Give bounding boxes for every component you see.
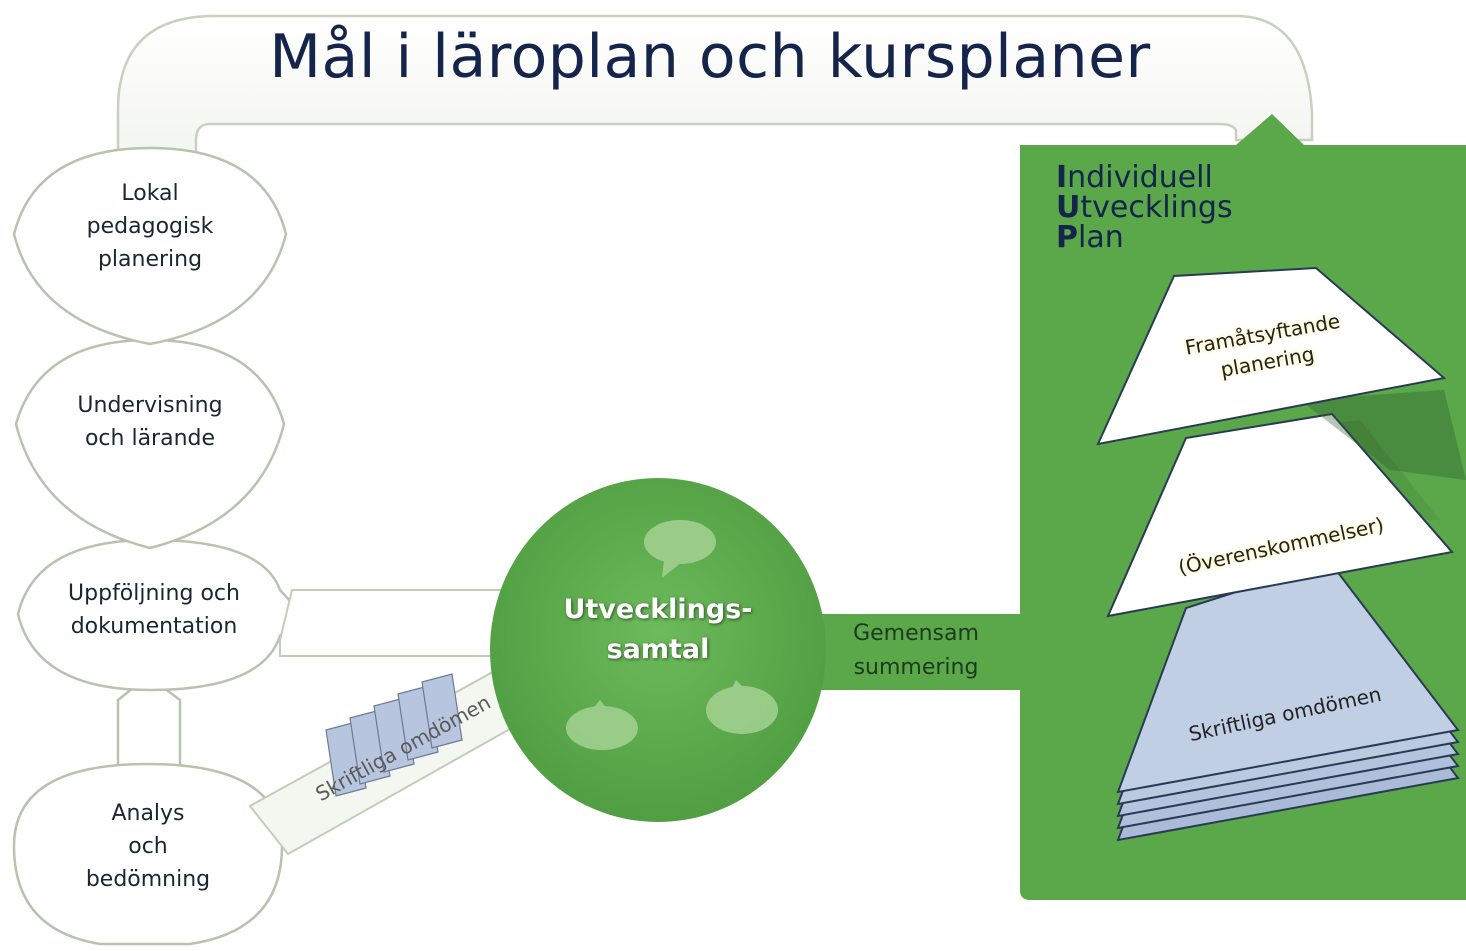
feed-arrows <box>279 589 522 657</box>
center-label-line-1: Utvecklings- <box>563 594 753 625</box>
diagram-title: Mål i läroplan och kursplaner <box>269 22 1151 92</box>
node-local-planning-line-3: planering <box>97 247 203 272</box>
iup-initial-i: I <box>1056 160 1068 195</box>
summary-label-line-2: summering <box>853 655 979 680</box>
node-analysis-assessment-line-3: bedömning <box>85 867 211 892</box>
iup-line-3: Plan <box>1056 223 1233 253</box>
node-local-planning-line-2: pedagogisk <box>86 214 214 239</box>
node-teaching-learning: Undervisning och lärande <box>50 389 250 455</box>
iup-heading: Individuell Utvecklings Plan <box>1056 163 1233 253</box>
node-followup-documentation-line-2: dokumentation <box>70 614 238 639</box>
iup-line-1: Individuell <box>1056 163 1233 193</box>
summary-label-line-1: Gemensam <box>853 621 979 646</box>
node-local-planning: Lokal pedagogisk planering <box>50 177 250 276</box>
node-followup-documentation: Uppföljning och dokumentation <box>34 577 274 643</box>
iup-rest-2: tvecklings <box>1080 190 1233 225</box>
node-analysis-assessment: Analys och bedömning <box>48 797 248 896</box>
iup-layers <box>1096 266 1466 842</box>
center-label-line-2: samtal <box>606 634 710 665</box>
node-analysis-assessment-line-1: Analys <box>111 801 185 826</box>
iup-rest-3: lan <box>1078 220 1124 255</box>
node-analysis-assessment-line-2: och <box>128 834 168 859</box>
goals-arch <box>116 14 1314 172</box>
speech-bubbles <box>566 520 778 750</box>
node-teaching-learning-line-1: Undervisning <box>77 393 223 418</box>
center-circle <box>490 478 826 822</box>
summary-label: Gemensam summering <box>828 617 1004 685</box>
iup-rest-1: ndividuell <box>1067 160 1213 195</box>
iup-initial-u: U <box>1056 190 1081 225</box>
iup-initial-p: P <box>1056 220 1078 255</box>
node-followup-documentation-line-1: Uppföljning och <box>68 581 240 606</box>
cycle-node-shapes <box>12 146 302 946</box>
center-label: Utvecklings- samtal <box>530 590 786 670</box>
summary-arrow <box>790 614 1048 690</box>
iup-line-2: Utvecklings <box>1056 193 1233 223</box>
node-local-planning-line-1: Lokal <box>121 181 179 206</box>
node-teaching-learning-line-2: och lärande <box>84 426 216 451</box>
layer-stack-omdomen <box>1116 560 1460 842</box>
